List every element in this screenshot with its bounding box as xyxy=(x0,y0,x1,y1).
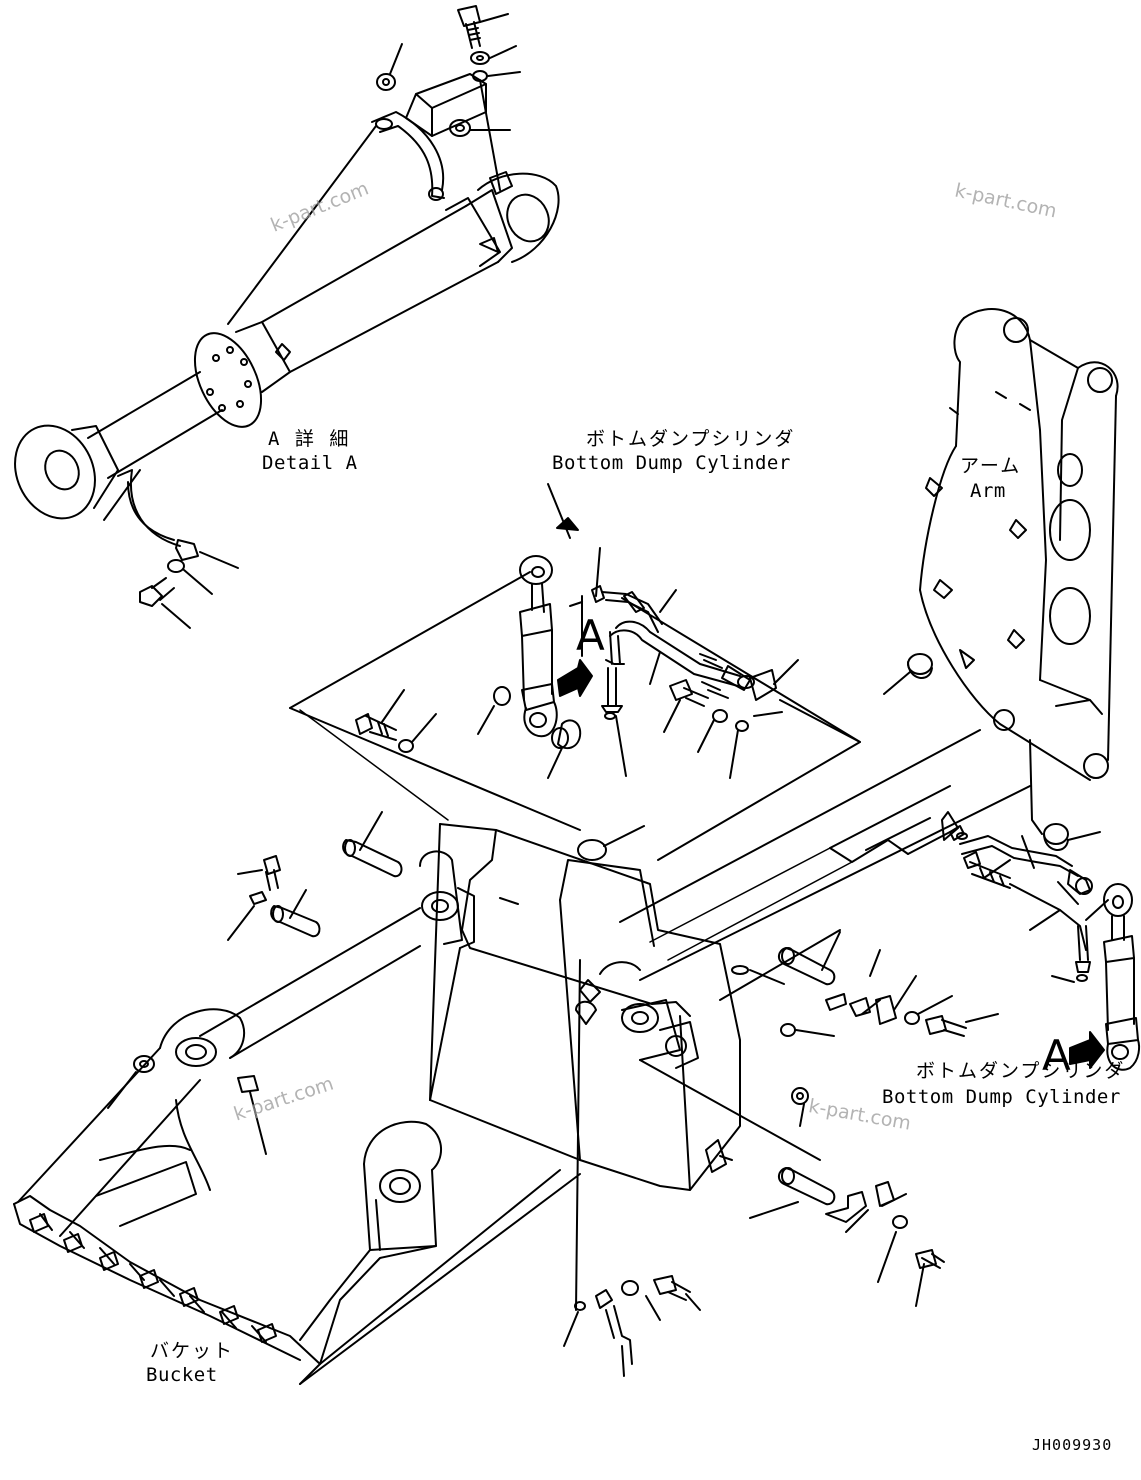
marker-a-top: A xyxy=(576,611,605,660)
bottom-dump-cylinder-top xyxy=(289,483,861,861)
drawing-code: JH009930 xyxy=(1032,1436,1113,1454)
bottom-dump-top-label-jp: ボトムダンプシリンダ xyxy=(586,428,796,450)
detail-a-label-en: Detail A xyxy=(262,452,358,474)
bottom-dump-cylinder-right xyxy=(829,785,1140,1071)
arm xyxy=(619,308,1119,981)
detail-a-clamp-bottom xyxy=(117,469,239,629)
bucket-label-jp: バケット xyxy=(150,1340,235,1362)
marker-a-right: A xyxy=(1042,1031,1071,1080)
bucket-label-en: Bucket xyxy=(146,1364,218,1386)
arm-label-jp: アーム xyxy=(960,455,1022,477)
arm-label-en: Arm xyxy=(970,480,1006,502)
detail-a-label-jp: A 詳 細 xyxy=(268,428,351,450)
reference-lines xyxy=(299,709,853,961)
bottom-dump-right-label-jp: ボトムダンプシリンダ xyxy=(916,1060,1126,1082)
detail-a-cylinder xyxy=(14,171,560,520)
bucket xyxy=(13,823,741,1385)
detail-a-clamp-top xyxy=(103,5,521,521)
bottom-dump-top-label-en: Bottom Dump Cylinder xyxy=(552,452,791,474)
bottom-dump-right-label-en: Bottom Dump Cylinder xyxy=(882,1086,1121,1108)
pins-and-hardware xyxy=(227,811,999,1377)
